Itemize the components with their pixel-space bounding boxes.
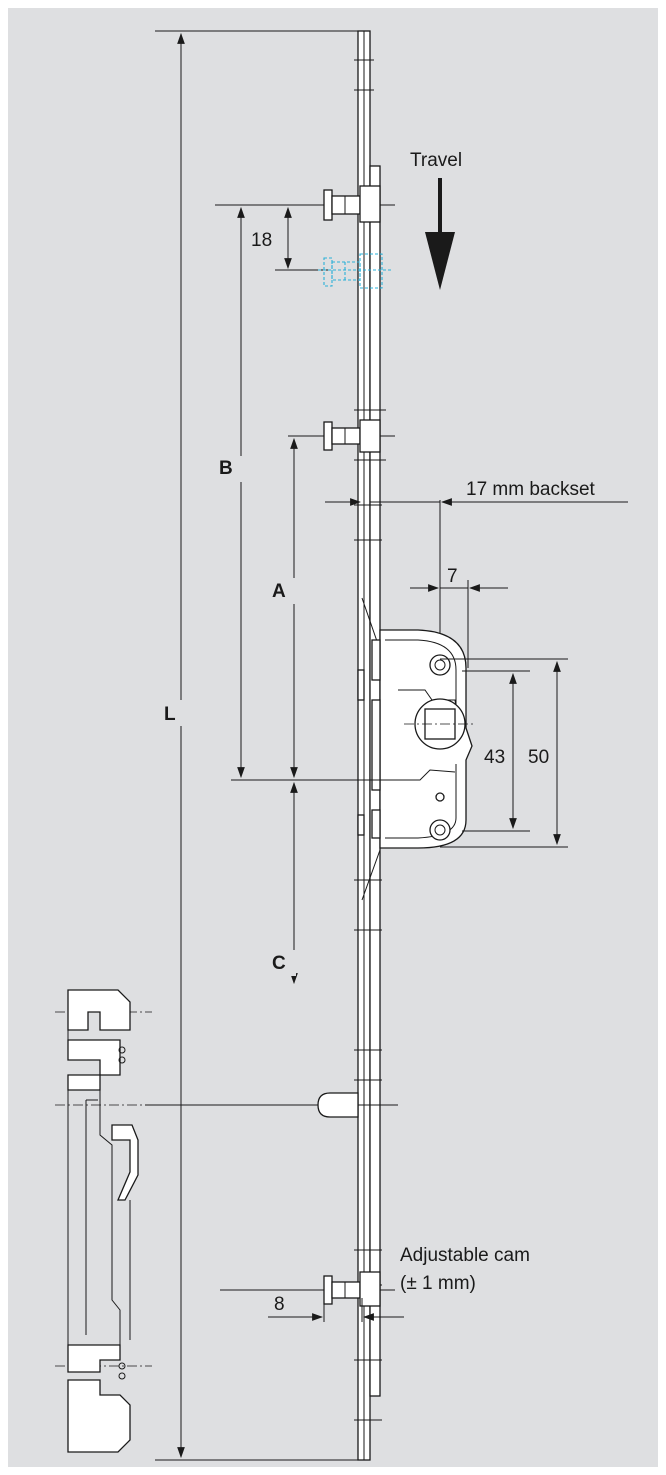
background-panel: [8, 8, 658, 1467]
locking-pin: [145, 1092, 398, 1118]
label-8: 8: [274, 1294, 285, 1315]
label-C: C: [272, 953, 286, 974]
dimension-8: 8: [268, 1294, 404, 1322]
label-L: L: [164, 704, 176, 725]
label-43: 43: [484, 747, 505, 768]
label-B: B: [219, 458, 233, 479]
travel-label: Travel: [410, 150, 462, 171]
label-cam-tolerance: (± 1 mm): [400, 1273, 476, 1294]
dimension-L: L: [155, 30, 370, 1461]
label-backset: 17 mm backset: [466, 479, 596, 500]
dimension-7: 7: [410, 566, 508, 668]
travel-arrow-icon: [425, 232, 455, 290]
label-adjustable-cam: Adjustable cam: [400, 1245, 530, 1266]
lock-case: [357, 629, 475, 849]
dimension-50: 50: [440, 658, 568, 848]
label-A: A: [272, 581, 286, 602]
label-7: 7: [447, 566, 458, 587]
shifted-cam-outline: [275, 253, 392, 289]
dimension-backset: 17 mm backset: [325, 479, 628, 660]
dimension-43: 43: [462, 670, 530, 832]
dimension-B: B: [219, 206, 245, 779]
top-cam: [215, 185, 395, 223]
second-cam: [288, 419, 395, 453]
dimension-A: A: [270, 437, 298, 779]
label-18: 18: [251, 230, 272, 251]
travel-indicator: Travel: [410, 150, 462, 290]
dimension-C: C: [270, 781, 298, 985]
label-50: 50: [528, 747, 549, 768]
adjustable-cam: Adjustable cam (± 1 mm): [220, 1245, 530, 1307]
dimension-18: 18: [251, 206, 292, 270]
profile-cross-section: [55, 989, 152, 1453]
